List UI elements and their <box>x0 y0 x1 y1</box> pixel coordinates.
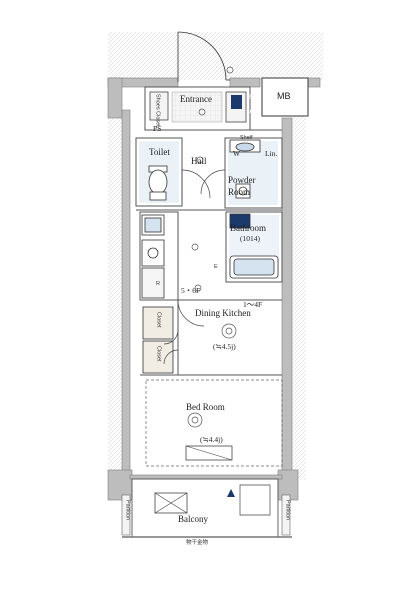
kitchen-counter <box>141 214 165 299</box>
bed-room-label: Bed Room <box>186 402 225 412</box>
entrance-door <box>177 31 230 82</box>
kitchen-level-b-label: 1～4F <box>243 300 263 309</box>
dining-kitchen-size-label: (≒4.5j) <box>213 342 236 351</box>
mark-e-label: E <box>214 264 218 270</box>
toilet-label: Toilet <box>149 147 170 157</box>
dining-kitchen-label: Dining Kitchen <box>195 308 251 318</box>
bathroom-label: Bathroom <box>230 223 266 233</box>
site-hatch-right <box>292 80 306 480</box>
bed-room-size-label: (≒4.4j) <box>200 435 223 444</box>
shelf-label: Shelf <box>240 135 253 141</box>
partition-right-box <box>281 494 291 536</box>
clothes-hanger-note: 物干金物 <box>186 540 209 546</box>
toilet-fixture <box>148 165 168 201</box>
outer-walls <box>107 77 321 501</box>
hall-label: Hall <box>191 156 207 166</box>
bathroom-size-label: (1014) <box>240 234 260 243</box>
site-hatch-left <box>108 80 122 480</box>
site-hatch-top <box>108 32 323 80</box>
shoes-closet-label: Shoes Closet <box>154 94 161 127</box>
kitchen-level-label: 5・6F <box>181 286 201 295</box>
linen-label: Lin. <box>265 149 278 158</box>
entrance-label: Entrance <box>180 94 212 104</box>
shoes-box-label: ShoesBox <box>244 94 251 120</box>
shoes-box-fill <box>231 95 242 109</box>
interior-doors <box>163 169 226 365</box>
mark-r-label: R <box>156 281 160 287</box>
kitchen-closets <box>142 306 174 374</box>
shoes-closet-box <box>149 91 169 121</box>
balcony-unit-cross <box>154 492 188 514</box>
bedroom-dashed <box>145 379 283 467</box>
ps-label: PS <box>153 124 162 133</box>
balcony-hatch-box <box>239 484 271 516</box>
wash-basin <box>229 139 261 199</box>
bathtub <box>229 213 279 279</box>
entrance-floor <box>171 91 223 123</box>
washer-label: W <box>233 149 241 158</box>
bedroom-window-diag <box>185 445 233 461</box>
balcony-triangle <box>227 489 235 497</box>
partition-left-box <box>121 494 131 536</box>
partition-right-label: Partition <box>284 500 291 521</box>
powder-room-label: Powder Room <box>228 175 256 197</box>
mb-box <box>261 77 309 117</box>
balcony-label: Balcony <box>178 514 208 524</box>
partition-left-label: Partition <box>124 500 131 521</box>
closet-label-1: Closet <box>155 312 162 328</box>
mb-label: MB <box>277 91 291 101</box>
closet-label-2: Closet <box>155 346 162 362</box>
ceiling-lights <box>187 66 237 428</box>
